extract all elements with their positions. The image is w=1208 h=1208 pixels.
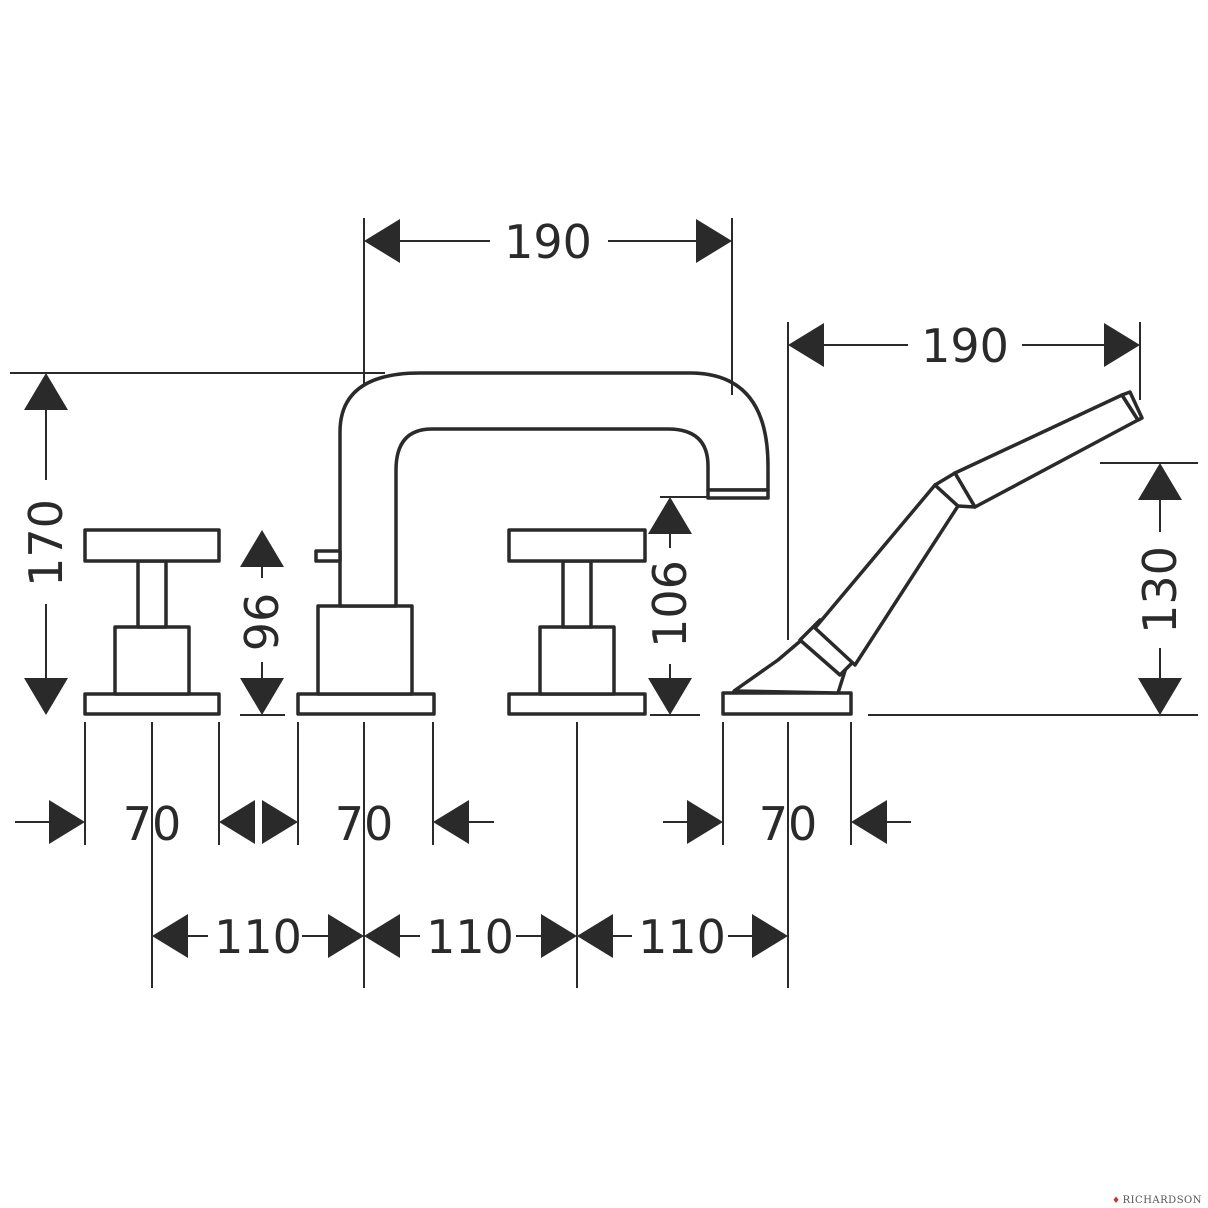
brand-name: RICHARDSON [1122,1195,1202,1206]
dim-handle-height-label: 96 [235,593,289,652]
dim-spacing-1: 110 [152,910,364,964]
dim-handle-height: 96 [235,530,289,715]
dim-spout-base-width-label: 70 [335,797,394,851]
dim-total-height-label: 170 [19,499,73,587]
dim-handle-base-width-label: 70 [123,797,182,851]
dim-spacing-3: 110 [577,910,788,964]
dim-spacing-1-label: 110 [214,910,302,964]
dim-total-height: 170 [19,373,73,715]
dim-spacing-2: 110 [364,910,577,964]
dim-spout-height: 106 [643,497,697,715]
dim-handle-base-width: 70 [15,797,255,851]
dim-spout-base-width: 70 [262,797,494,851]
brand-watermark: ♦RICHARDSON [1112,1195,1202,1206]
dim-handshower-reach: 190 [788,319,1140,373]
dim-spout-height-label: 106 [643,560,697,648]
dim-spacing-3-label: 110 [638,910,726,964]
left-cross-handle [83,528,221,716]
dim-spout-reach: 190 [364,215,732,269]
dim-handshower-height: 130 [1133,463,1187,715]
right-cross-handle [507,528,647,716]
bath-spout [296,371,770,716]
shield-icon: ♦ [1112,1196,1121,1206]
dim-handshower-base-width: 70 [663,797,911,851]
dim-handshower-reach-label: 190 [921,319,1009,373]
dim-spout-reach-label: 190 [504,215,592,269]
dim-handshower-height-label: 130 [1133,546,1187,634]
handshower [721,390,1144,716]
dim-spacing-2-label: 110 [426,910,514,964]
dim-handshower-base-width-label: 70 [759,797,818,851]
